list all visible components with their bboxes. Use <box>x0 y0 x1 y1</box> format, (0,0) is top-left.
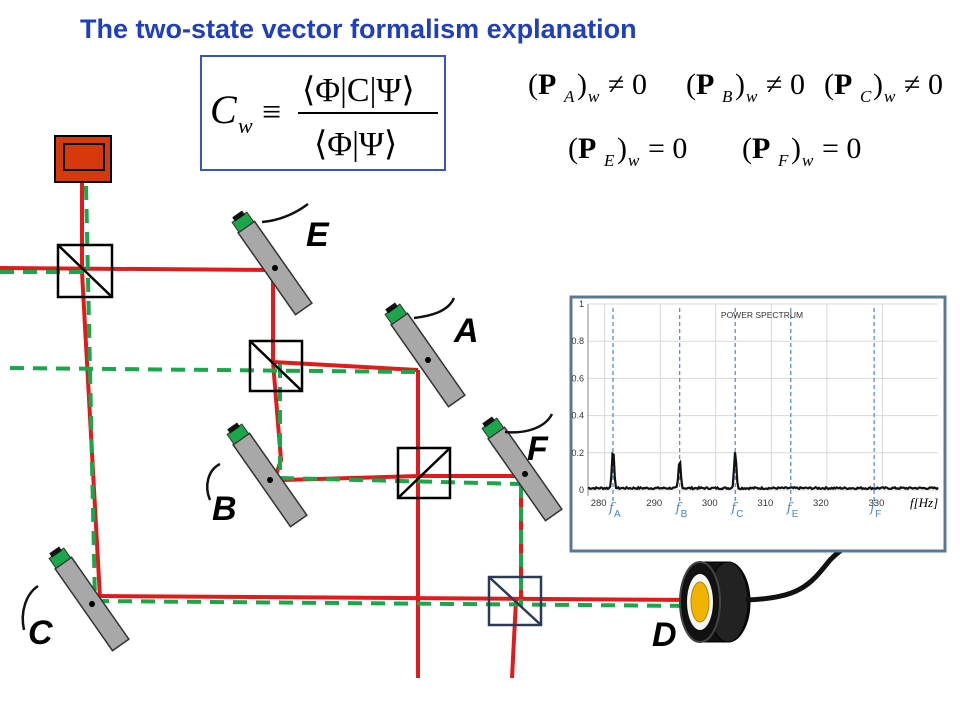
svg-text:C: C <box>860 87 872 106</box>
svg-text:): ) <box>873 68 883 101</box>
freq-marker-label-0: f <box>608 501 616 516</box>
svg-text:B: B <box>722 87 733 106</box>
label-A: A <box>453 312 479 350</box>
chart-frame <box>569 295 947 553</box>
svg-text:): ) <box>735 68 745 101</box>
formula-box: C w ≡ ⟨Φ|C|Ψ⟩ ⟨Φ|Ψ⟩ <box>200 55 446 171</box>
chart-title: POWER SPECTRUM <box>721 310 803 320</box>
svg-text:w: w <box>746 87 758 106</box>
freq-marker-label-2: f <box>730 501 738 516</box>
label-C: C <box>28 614 53 652</box>
x-tick-label-5: 330 <box>869 498 885 509</box>
formula-svg: C w ≡ ⟨Φ|C|Ψ⟩ ⟨Φ|Ψ⟩ <box>210 72 438 163</box>
svg-text:w: w <box>588 87 600 106</box>
x-tick-label-4: 320 <box>813 498 829 509</box>
y-tick-label-3: 0.6 <box>571 373 584 383</box>
beam-splitter-4 <box>487 575 543 627</box>
beam-splitter-1 <box>56 243 114 299</box>
svg-text:= 0: = 0 <box>648 132 687 165</box>
freq-marker-sub-1: B <box>681 509 688 520</box>
svg-text:): ) <box>577 68 587 101</box>
chart-y-ticks: 0 0.2 0.4 0.6 0.8 1 <box>571 299 584 495</box>
freq-marker-label-1: f <box>675 501 683 516</box>
svg-text:F: F <box>777 151 789 170</box>
svg-text:≠ 0: ≠ 0 <box>904 68 943 101</box>
weak-value-B: (P B ) w ≠ 0 <box>686 68 805 106</box>
y-tick-label-2: 0.4 <box>571 411 584 421</box>
svg-text:(P: (P <box>568 132 596 165</box>
freq-marker-sub-2: C <box>736 509 743 520</box>
weak-value-F: (P F ) w = 0 <box>742 132 861 170</box>
freq-marker-label-4: f <box>869 501 877 516</box>
svg-text:w: w <box>884 87 896 106</box>
freq-marker-sub-3: E <box>792 509 799 520</box>
x-tick-label-2: 300 <box>702 498 718 509</box>
page-title: The two-state vector formalism explanati… <box>80 14 637 44</box>
svg-text:w: w <box>628 151 640 170</box>
mirror-C <box>48 546 130 652</box>
svg-text:w: w <box>802 151 814 170</box>
y-tick-label-4: 0.8 <box>571 336 584 346</box>
beam-splitter-2 <box>248 339 304 393</box>
label-F: F <box>527 430 549 468</box>
formula-equiv: ≡ <box>262 94 281 131</box>
formula-lhs-sub: w <box>238 113 253 138</box>
chart-x-ticks: 280 290 300 310 320 330 <box>591 498 885 509</box>
weak-value-E: (P E ) w = 0 <box>568 132 687 170</box>
svg-text:E: E <box>603 151 615 170</box>
freq-marker-sub-4: F <box>875 509 881 520</box>
y-tick-label-5: 1 <box>579 299 584 309</box>
freq-marker-label-3: f <box>786 501 794 516</box>
y-tick-label-1: 0.2 <box>571 448 584 458</box>
mirror-F <box>481 416 563 522</box>
weak-value-A: (P A ) w ≠ 0 <box>528 68 647 106</box>
svg-text:): ) <box>617 132 627 165</box>
green-beam-path <box>0 185 699 608</box>
mirror-B <box>226 422 308 528</box>
label-E: E <box>306 216 330 254</box>
x-tick-label-1: 290 <box>646 498 662 509</box>
formula-numerator: ⟨Φ|C|Ψ⟩ <box>302 72 415 109</box>
detector-D <box>679 561 751 643</box>
svg-text:≠ 0: ≠ 0 <box>608 68 647 101</box>
svg-text:(P: (P <box>824 68 852 101</box>
svg-text:(P: (P <box>742 132 770 165</box>
spectrum-line <box>587 451 939 491</box>
svg-text:): ) <box>791 132 801 165</box>
actuator-wires <box>21 202 554 631</box>
label-B: B <box>212 490 237 528</box>
mirror-E <box>231 210 313 316</box>
beam-splitter-3 <box>396 446 452 500</box>
svg-text:= 0: = 0 <box>822 132 861 165</box>
svg-text:A: A <box>563 87 575 106</box>
formula-denominator: ⟨Φ|Ψ⟩ <box>314 126 397 163</box>
chart-xlabel: f[Hz] <box>910 495 938 510</box>
svg-text:(P: (P <box>528 68 556 101</box>
weak-value-C: (P C ) w ≠ 0 <box>824 68 943 106</box>
formula-lhs: C <box>210 87 238 132</box>
svg-text:(P: (P <box>686 68 714 101</box>
x-tick-label-3: 310 <box>757 498 773 509</box>
label-D: D <box>652 616 677 654</box>
y-tick-label-0: 0 <box>579 485 584 495</box>
x-tick-label-0: 280 <box>591 498 607 509</box>
chart-grid <box>587 303 938 496</box>
freq-marker-sub-0: A <box>614 509 621 520</box>
laser-source <box>54 135 112 183</box>
mirror-A <box>384 302 466 408</box>
svg-text:≠ 0: ≠ 0 <box>766 68 805 101</box>
